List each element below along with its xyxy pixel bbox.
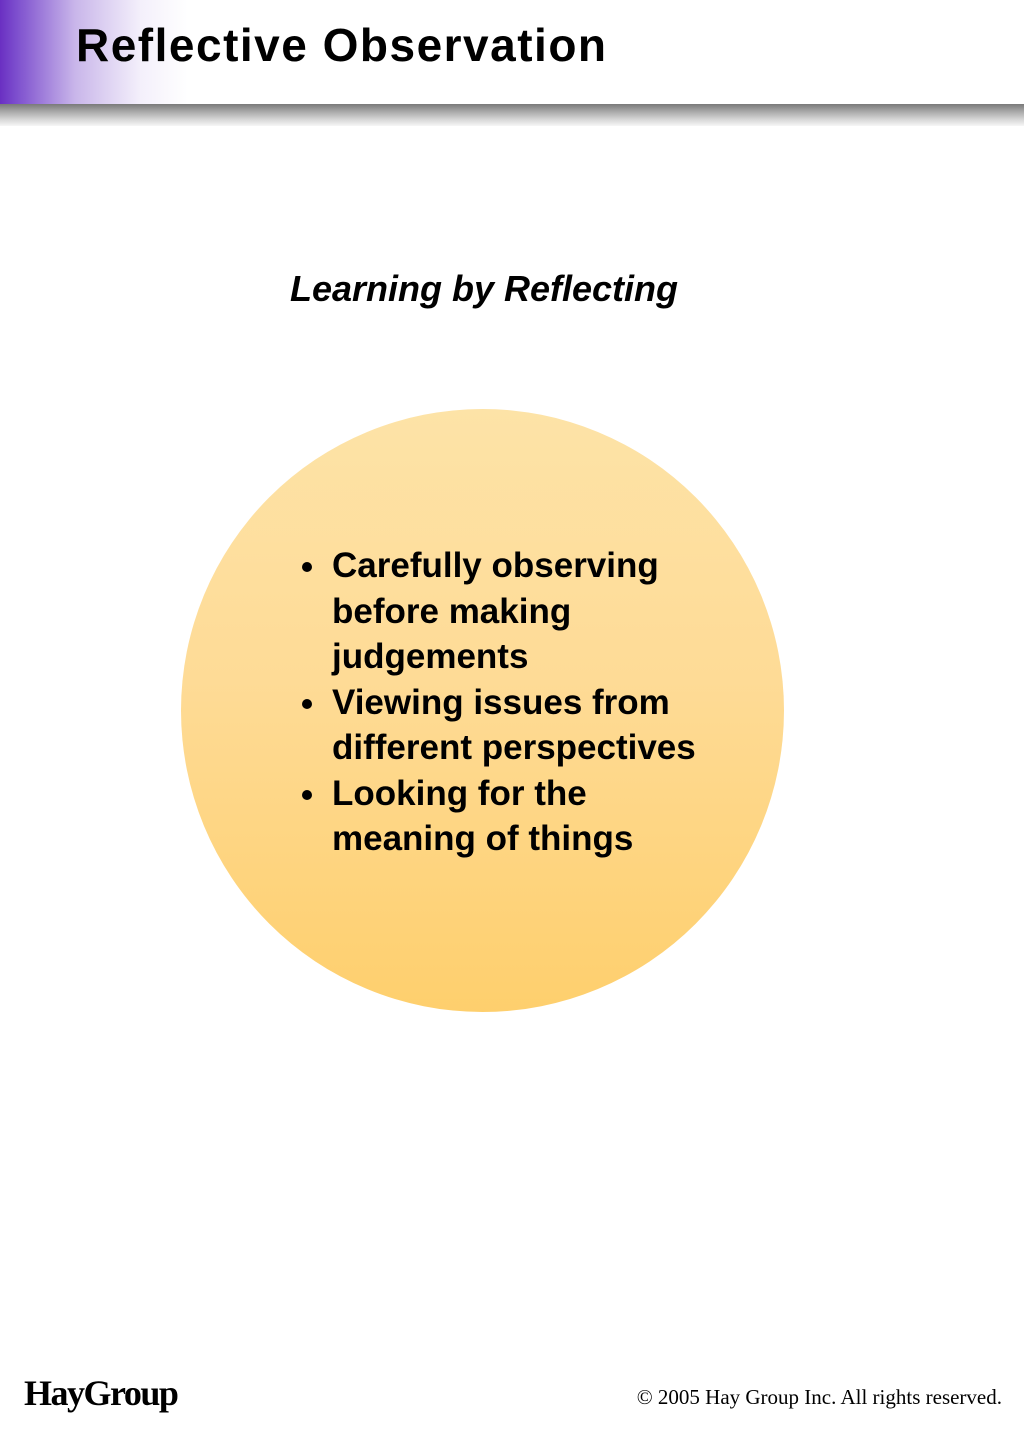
bullet-icon	[302, 562, 312, 572]
slide-title: Reflective Observation	[76, 19, 608, 71]
list-item: Looking for the meaning of things	[300, 771, 740, 862]
bullet-icon	[302, 698, 312, 709]
list-item-text: Viewing issues from different perspectiv…	[332, 682, 696, 768]
list-item: Viewing issues from different perspectiv…	[300, 680, 740, 771]
list-item-text: Carefully observing before making judgem…	[332, 546, 659, 676]
copyright-notice: © 2005 Hay Group Inc. All rights reserve…	[636, 1385, 1002, 1409]
haygroup-logo: HayGroup	[24, 1373, 179, 1413]
bullet-list: Carefully observing before making judgem…	[300, 543, 740, 862]
list-item: Carefully observing before making judgem…	[300, 543, 740, 680]
header-divider	[0, 104, 1024, 126]
list-item-text: Looking for the meaning of things	[332, 773, 634, 859]
highlight-circle	[181, 409, 784, 1012]
header-accent-block	[0, 0, 188, 105]
bullet-icon	[302, 789, 312, 800]
section-subtitle: Learning by Reflecting	[289, 268, 679, 309]
